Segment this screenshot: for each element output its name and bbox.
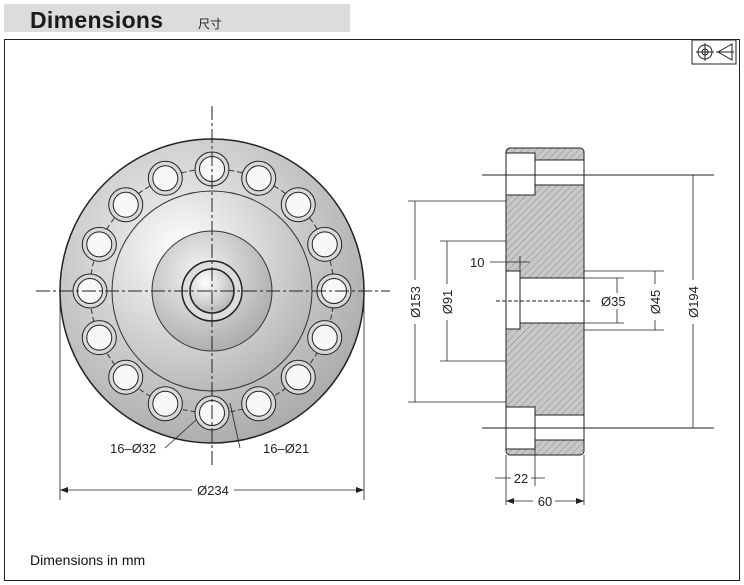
dim-45: Ø45	[648, 290, 663, 315]
bolt-hole	[285, 364, 312, 391]
bolt-hole	[86, 231, 113, 258]
bolt-hole	[311, 324, 338, 351]
dim-153: Ø153	[408, 286, 423, 318]
dim-22: 22	[514, 471, 528, 486]
bolt-hole	[112, 364, 139, 391]
bolt-hole	[245, 165, 272, 192]
page-title: Dimensions	[30, 7, 164, 33]
side-view: Ø153 Ø91 10 Ø35 Ø45 Ø194 22	[407, 147, 714, 509]
dim-35: Ø35	[601, 294, 626, 309]
dim-bolt-hole: 16–Ø21	[263, 441, 309, 456]
bolt-hole	[311, 231, 338, 258]
drawing-frame	[4, 39, 740, 581]
projection-symbol-icon	[691, 39, 737, 65]
bolt-hole	[112, 191, 139, 218]
units-note: Dimensions in mm	[30, 552, 146, 568]
dim-10: 10	[470, 255, 484, 270]
bolt-hole	[152, 390, 179, 417]
bolt-hole	[152, 165, 179, 192]
bolt-hole	[86, 324, 113, 351]
dim-91: Ø91	[440, 290, 455, 315]
page-subtitle: 尺寸	[198, 17, 223, 31]
bolt-hole	[245, 390, 272, 417]
header-bar: Dimensions 尺寸	[4, 4, 350, 33]
dim-194: Ø194	[686, 286, 701, 318]
front-view: Ø234 16–Ø32 16–Ø21	[36, 106, 390, 500]
bolt-hole	[285, 191, 312, 218]
dim-counterbore: 16–Ø32	[110, 441, 156, 456]
dim-60: 60	[538, 494, 552, 509]
dim-outer-diameter: Ø234	[197, 483, 229, 498]
